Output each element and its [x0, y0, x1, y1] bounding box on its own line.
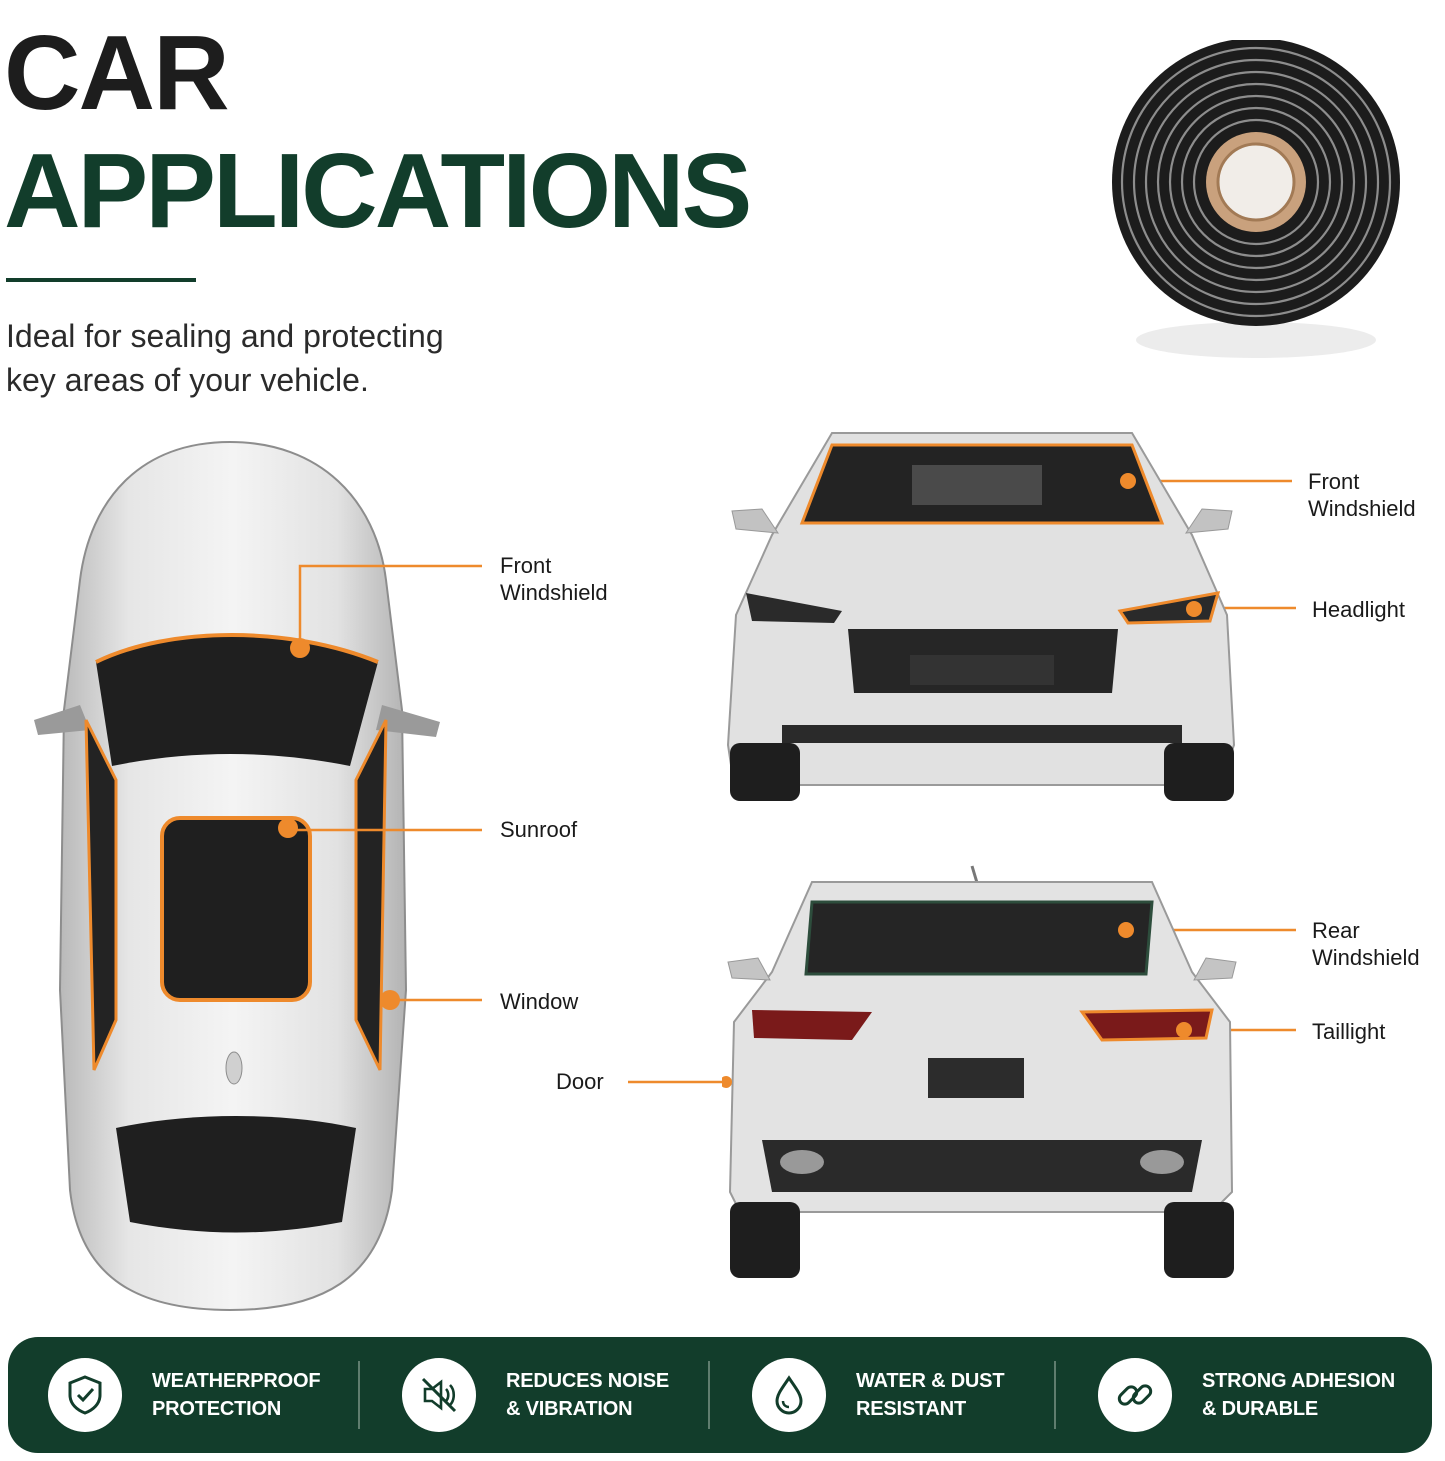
- car-rear-view-illustration: [722, 865, 1237, 1278]
- feature-label: WEATHERPROOF PROTECTION: [152, 1370, 321, 1420]
- feature-label: STRONG ADHESION & DURABLE: [1202, 1370, 1395, 1420]
- callout-rear-windshield: Rear Windshield: [1312, 918, 1420, 970]
- shield-check-icon: [48, 1358, 122, 1432]
- feature-label: REDUCES NOISE & VIBRATION: [506, 1370, 669, 1420]
- feature-bar: WEATHERPROOF PROTECTION REDUCES NOISE & …: [8, 1337, 1432, 1453]
- callout-front-windshield: Front Windshield: [1308, 469, 1416, 521]
- title-underline: [6, 278, 196, 282]
- car-front-view-illustration: [726, 432, 1236, 801]
- feature-divider: [358, 1361, 360, 1429]
- feature-adhesion: STRONG ADHESION & DURABLE: [1098, 1337, 1395, 1453]
- feature-divider: [708, 1361, 710, 1429]
- callout-top-front-windshield: Front Windshield: [500, 553, 608, 605]
- feature-water-dust: WATER & DUST RESISTANT: [752, 1337, 1005, 1453]
- callout-headlight: Headlight: [1312, 597, 1405, 622]
- feature-noise: REDUCES NOISE & VIBRATION: [402, 1337, 669, 1453]
- chain-link-icon: [1098, 1358, 1172, 1432]
- feature-label: WATER & DUST RESISTANT: [856, 1370, 1005, 1420]
- feature-divider: [1054, 1361, 1056, 1429]
- callout-top-window: Window: [500, 989, 579, 1014]
- title-line-2: APPLICATIONS: [4, 132, 752, 250]
- feature-weatherproof: WEATHERPROOF PROTECTION: [48, 1337, 321, 1453]
- car-top-view-illustration: [34, 440, 440, 1312]
- callout-door: Door: [556, 1069, 604, 1094]
- callout-top-sunroof: Sunroof: [500, 817, 578, 842]
- seal-tape-roll-illustration: [1112, 40, 1400, 358]
- subtitle: Ideal for sealing and protecting key are…: [6, 318, 444, 398]
- water-drop-icon: [752, 1358, 826, 1432]
- speaker-mute-icon: [402, 1358, 476, 1432]
- title-line-1: CAR: [4, 14, 230, 132]
- callout-taillight: Taillight: [1312, 1019, 1386, 1044]
